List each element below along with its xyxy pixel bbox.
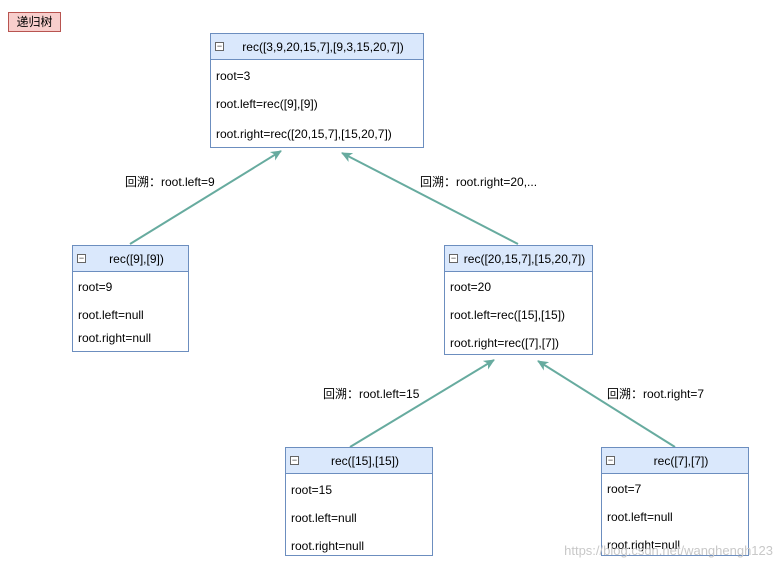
node-left-title: rec([9],[9])	[109, 252, 164, 266]
node-15-row-right: root.right=null	[291, 539, 365, 553]
node-7-row-value: root=7	[607, 482, 642, 496]
watermark: https://blog.csdn.net/wanghengh123	[564, 543, 773, 558]
node-7-row-left: root.left=null	[607, 510, 673, 524]
node-root-row-value: root=3	[216, 69, 251, 83]
edge-7-to-right	[537, 360, 676, 448]
node-right-row-value: root=20	[450, 280, 492, 294]
node-right-header[interactable]: − rec([20,15,7],[15,20,7])	[445, 246, 592, 272]
node-root-row-right: root.right=rec([20,15,7],[15,20,7])	[216, 127, 392, 141]
node-15[interactable]: − rec([15],[15]) root=15 root.left=null …	[285, 447, 433, 556]
node-7-header[interactable]: − rec([7],[7])	[602, 448, 748, 474]
node-7[interactable]: − rec([7],[7]) root=7 root.left=null roo…	[601, 447, 749, 556]
node-root-row-left: root.left=rec([9],[9])	[216, 97, 318, 111]
node-left[interactable]: − rec([9],[9]) root=9 root.left=null roo…	[72, 245, 189, 352]
edge-label-15-backtrack: 回溯：root.left=15	[323, 387, 420, 401]
edge-right-to-root	[341, 152, 519, 245]
recursion-tree-tag: 递归树	[8, 12, 61, 32]
collapse-icon[interactable]: −	[449, 253, 458, 263]
edge-15-to-right	[349, 359, 495, 448]
node-15-header[interactable]: − rec([15],[15])	[286, 448, 432, 474]
edge-label-right-backtrack: 回溯：root.right=20,...	[420, 175, 538, 189]
node-right-title: rec([20,15,7],[15,20,7])	[463, 252, 586, 266]
node-root-title: rec([3,9,20,15,7],[9,3,15,20,7])	[242, 40, 404, 54]
node-left-row-left: root.left=null	[78, 308, 144, 322]
node-left-header[interactable]: − rec([9],[9])	[73, 246, 188, 272]
node-15-title: rec([15],[15])	[330, 454, 400, 468]
node-15-row-value: root=15	[291, 483, 333, 497]
node-root-header[interactable]: − rec([3,9,20,15,7],[9,3,15,20,7])	[211, 34, 423, 60]
node-15-row-left: root.left=null	[291, 511, 357, 525]
edge-label-left-backtrack: 回溯：root.left=9	[125, 175, 215, 189]
node-right-row-right: root.right=rec([7],[7])	[450, 336, 560, 350]
node-root[interactable]: − rec([3,9,20,15,7],[9,3,15,20,7]) root=…	[210, 33, 424, 148]
collapse-icon[interactable]: −	[290, 455, 299, 465]
node-7-row-right: root.right=null	[607, 538, 681, 552]
node-7-title: rec([7],[7])	[653, 454, 709, 468]
node-right[interactable]: − rec([20,15,7],[15,20,7]) root=20 root.…	[444, 245, 593, 355]
collapse-icon[interactable]: −	[606, 455, 615, 465]
node-left-row-value: root=9	[78, 280, 113, 294]
node-right-row-left: root.left=rec([15],[15])	[450, 308, 566, 322]
node-left-row-right: root.right=null	[78, 331, 152, 345]
edge-left-to-root	[129, 150, 282, 245]
collapse-icon[interactable]: −	[215, 41, 224, 51]
collapse-icon[interactable]: −	[77, 253, 86, 263]
edge-label-7-backtrack: 回溯：root.right=7	[607, 387, 705, 401]
